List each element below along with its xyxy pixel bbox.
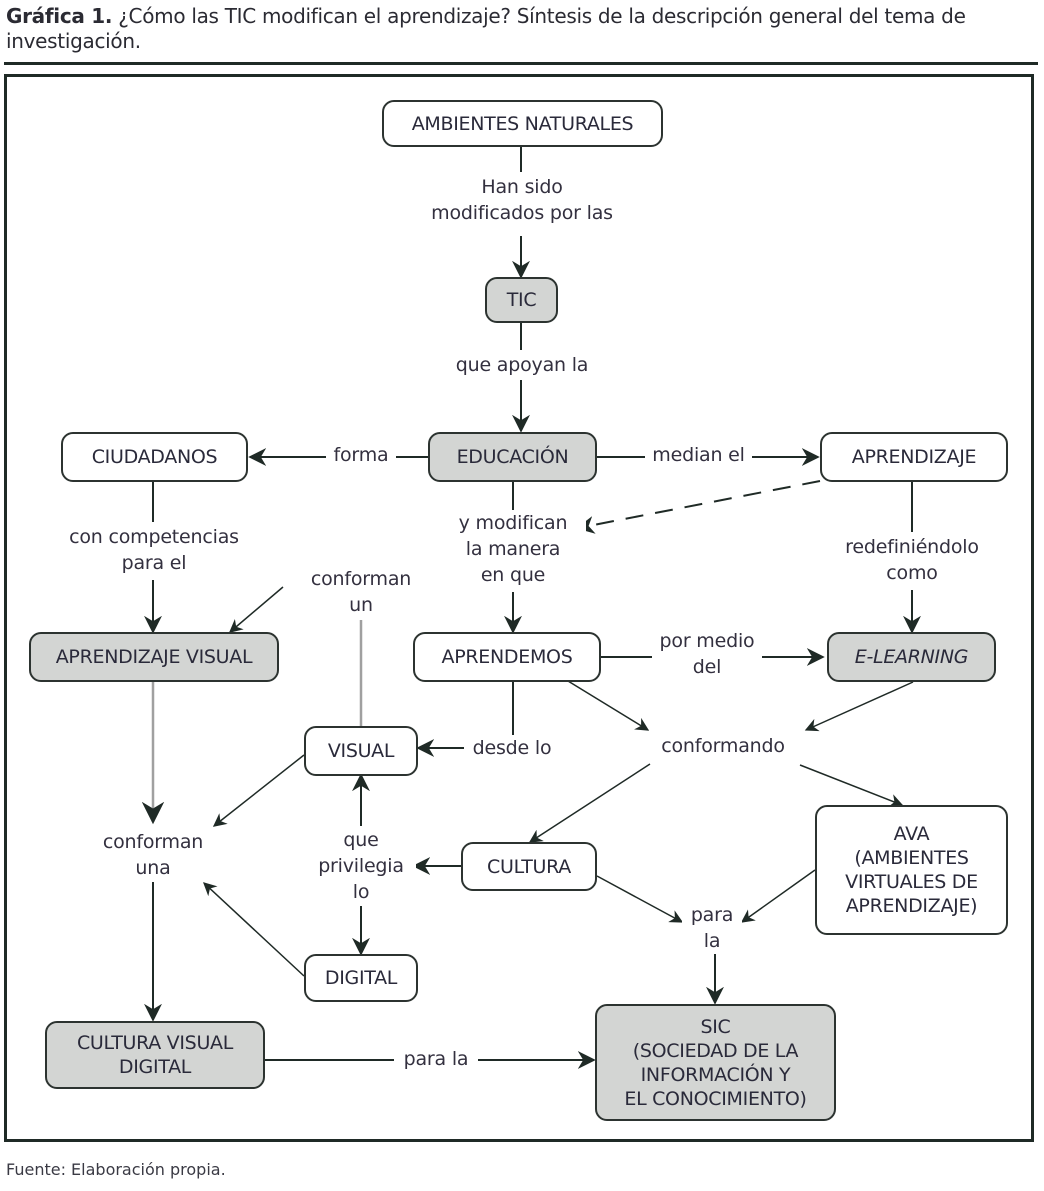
node-educacion: EDUCACIÓN (428, 432, 597, 482)
node-label: TIC (506, 289, 537, 311)
link-label-line: privilegia (318, 855, 404, 877)
node-label: APRENDEMOS (441, 646, 573, 668)
node-aprendizaje: APRENDIZAJE (820, 432, 1008, 482)
node-label: EDUCACIÓN (456, 446, 569, 468)
link-label-line: y modifican (458, 512, 568, 534)
node-label-line: AVA (893, 823, 930, 845)
link-que-apoyan: que apoyan la (440, 352, 604, 378)
node-label-line: EL CONOCIMIENTO) (624, 1087, 807, 1110)
node-tic: TIC (485, 277, 558, 323)
link-label-line: modificados por las (431, 202, 613, 224)
link-label-line: una (135, 857, 171, 879)
edge-conformando-ava (799, 764, 904, 807)
node-visual: VISUAL (304, 726, 418, 776)
link-y-modifican: y modifican la manera en que (440, 510, 586, 588)
link-label-line: un (349, 594, 373, 616)
link-conformando: conformando (648, 733, 798, 759)
caption-label: Gráfica 1. (6, 4, 113, 28)
caption-rule (4, 62, 1038, 65)
link-conforman-un: conforman un (296, 566, 426, 618)
figure-caption: Gráfica 1. ¿Cómo las TIC modifican el ap… (6, 4, 1006, 54)
link-label-line: que (343, 829, 379, 851)
node-label: CULTURA (487, 855, 571, 878)
link-label-line: redefiniéndolo (845, 536, 979, 558)
link-label-line: lo (352, 881, 370, 903)
edge-elearning-conformando (804, 681, 914, 732)
link-label-line: del (692, 656, 722, 678)
diagram-frame (4, 74, 1034, 1142)
node-label: APRENDIZAJE (851, 446, 977, 468)
edge-digital-conforman-una (203, 882, 305, 977)
link-label-line: conforman (102, 831, 204, 853)
link-label-line: con competencias (69, 526, 239, 548)
figure-source: Fuente: Elaboración propia. (6, 1160, 226, 1179)
edge-aprendemos-conformando (567, 680, 650, 731)
node-label: VISUAL (327, 740, 395, 762)
node-cultura: CULTURA (461, 842, 597, 891)
node-sic: SIC (SOCIEDAD DE LA INFORMACIÓN Y EL CON… (595, 1004, 836, 1121)
node-label: E-LEARNING (854, 646, 969, 668)
link-conforman-una: conforman una (86, 829, 220, 881)
node-label-line: CULTURA VISUAL (76, 1032, 234, 1054)
node-label-line: (AMBIENTES (854, 847, 969, 869)
link-para-la-sic: para la (682, 902, 742, 954)
node-ciudadanos: CIUDADANOS (61, 432, 248, 482)
link-median-el: median el (645, 442, 752, 468)
link-desde-lo: desde lo (464, 735, 560, 761)
node-cultura-visual-digital: CULTURA VISUAL DIGITAL (45, 1021, 265, 1089)
link-que-privilegia: que privilegia lo (306, 827, 416, 905)
node-ambientes-naturales: AMBIENTES NATURALES (382, 100, 663, 147)
node-label: DIGITAL (324, 967, 398, 989)
node-label: APRENDIZAJE VISUAL (55, 646, 253, 668)
node-digital: DIGITAL (304, 954, 418, 1002)
node-aprendizaje-visual: APRENDIZAJE VISUAL (29, 632, 279, 682)
node-aprendemos: APRENDEMOS (413, 632, 601, 682)
link-label-line: la manera (465, 538, 561, 560)
link-han-sido: Han sido modificados por las (410, 174, 634, 226)
edge-aprendizaje-dashed (576, 480, 821, 534)
node-label: CIUDADANOS (91, 446, 218, 468)
link-por-medio: por medio del (652, 628, 762, 680)
link-redefiniendolo: redefiniéndolo como (826, 534, 998, 586)
link-label-line: en que (480, 564, 546, 586)
link-label-line: por medio (659, 630, 755, 652)
link-para-la-cvd: para la (394, 1046, 478, 1072)
edge-ava-para-la (740, 869, 816, 923)
node-label: AMBIENTES NATURALES (411, 112, 634, 135)
edge-visual-conforman-una (212, 754, 305, 827)
link-label-line: para (690, 904, 734, 926)
link-label-line: la (703, 930, 721, 952)
node-label-line: APRENDIZAJE) (845, 895, 978, 917)
edge-conformando-cultura (528, 763, 651, 843)
link-label-line: como (886, 562, 938, 584)
link-con-competencias: con competencias para el (54, 524, 254, 576)
link-forma: forma (326, 442, 396, 468)
edge-conforman-un-aprendizaje-visual (228, 586, 284, 633)
node-label-line: VIRTUALES DE (845, 871, 978, 893)
node-label-line: (SOCIEDAD DE LA (632, 1039, 799, 1062)
node-e-learning: E-LEARNING (827, 632, 996, 682)
node-label-line: INFORMACIÓN Y (640, 1063, 791, 1086)
node-ava: AVA (AMBIENTES VIRTUALES DE APRENDIZAJE) (815, 805, 1008, 935)
caption-text: ¿Cómo las TIC modifican el aprendizaje? … (6, 4, 966, 53)
link-label-line: para el (121, 552, 187, 574)
node-label-line: SIC (700, 1015, 731, 1038)
edge-cultura-para-la (596, 875, 684, 923)
link-label-line: Han sido (481, 176, 563, 198)
link-label-line: conforman (310, 568, 412, 590)
node-label-line: DIGITAL (118, 1056, 192, 1078)
